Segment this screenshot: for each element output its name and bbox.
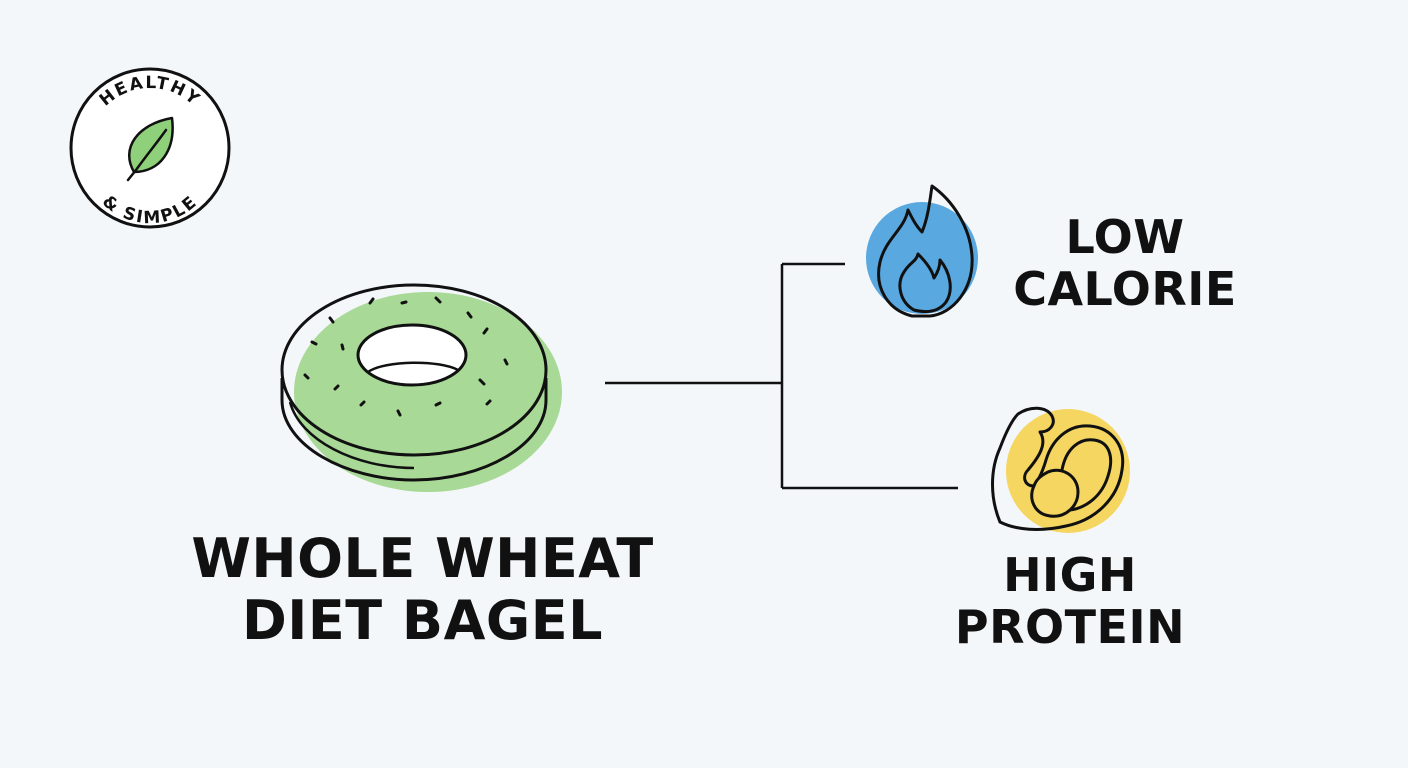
benefit-high-protein-line-1: HIGH [1003, 548, 1137, 602]
healthy-simple-badge: HEALTHY & SIMPLE [69, 67, 231, 229]
benefit-high-protein-line-2: PROTEIN [954, 600, 1186, 654]
flexed-arm-icon [991, 406, 1130, 533]
bagel-seeds [303, 296, 509, 417]
benefit-low-calorie-line-2: CALORIE [1013, 262, 1237, 316]
product-title-line-1: WHOLE WHEAT [191, 527, 654, 590]
leaf-icon [126, 116, 174, 182]
bagel-shadow-fill [294, 292, 562, 492]
product-title-line-2: DIET BAGEL [241, 589, 603, 652]
benefit-low-calorie-line-1: LOW [1065, 210, 1185, 264]
bagel-icon [280, 283, 562, 492]
connector-lines [605, 262, 958, 490]
flame-icon [866, 184, 978, 318]
